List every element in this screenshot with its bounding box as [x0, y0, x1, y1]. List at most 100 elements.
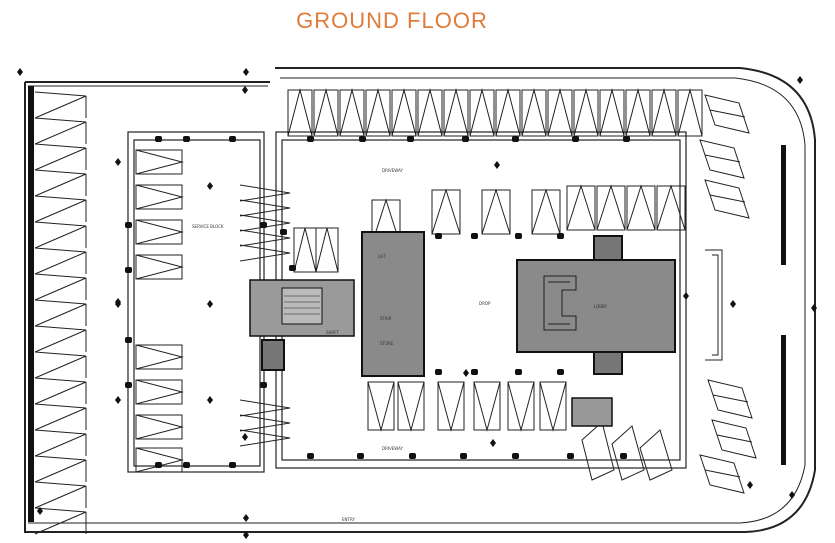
- right-dark-strips: [781, 145, 786, 465]
- bay-diagonal: [417, 88, 443, 137]
- column-marker-icon: [280, 229, 287, 235]
- bay-diagonal: [135, 344, 184, 370]
- parking-bay: [699, 139, 745, 179]
- parking-bay: [699, 454, 745, 494]
- parking-bay: [34, 481, 87, 509]
- parking-bay: [473, 381, 501, 431]
- bay-diagonal: [313, 88, 339, 137]
- compass-marker-icon: [463, 369, 469, 377]
- top-parking-row: [287, 88, 703, 137]
- entry-label: ENTRY: [342, 517, 355, 522]
- column-marker-icon: [125, 267, 132, 273]
- column-marker-icon: [572, 136, 579, 142]
- parking-bay: [437, 381, 465, 431]
- bay-diagonal: [566, 184, 596, 231]
- bay-diagonal: [293, 227, 317, 273]
- parking-bay: [239, 399, 291, 417]
- parking-bay: [135, 379, 183, 405]
- bay-diagonal: [443, 88, 469, 137]
- compass-marker-icon: [115, 396, 121, 404]
- bay-diagonal: [135, 149, 184, 175]
- bay-diagonal: [651, 88, 677, 137]
- parking-bay: [391, 89, 417, 137]
- parking-bay: [34, 195, 87, 223]
- column-marker-icon: [557, 369, 564, 375]
- column-marker-icon: [357, 453, 364, 459]
- parking-bay: [239, 429, 291, 447]
- top-driveway-label: DRIVEWAY: [382, 168, 403, 173]
- bay-diagonal: [656, 184, 686, 231]
- core-label-a: LIFT: [378, 254, 387, 259]
- column-marker-icon: [260, 382, 267, 388]
- column-marker-icon: [359, 136, 366, 142]
- parking-bay: [611, 425, 645, 481]
- column-marker-icon: [620, 453, 627, 459]
- column-marker-icon: [471, 233, 478, 239]
- column-marker-icon: [512, 136, 519, 142]
- site-boundary: [24, 67, 816, 533]
- column-marker-icon: [512, 453, 519, 459]
- parking-bay: [521, 89, 547, 137]
- parking-bay: [596, 185, 626, 231]
- compass-marker-icon: [243, 514, 249, 522]
- parking-bay: [704, 94, 750, 134]
- parking-bay: [34, 429, 87, 457]
- parking-bay: [539, 381, 567, 431]
- bay-diagonal: [704, 469, 741, 478]
- parking-bay: [315, 227, 339, 273]
- parking-bay: [135, 447, 183, 473]
- parking-bay: [367, 381, 395, 431]
- plan-title: GROUND FLOOR: [296, 8, 488, 33]
- bay-diagonal: [431, 188, 461, 235]
- column-marker-icon: [460, 453, 467, 459]
- bay-diagonal: [437, 381, 465, 432]
- column-marker-icon: [125, 222, 132, 228]
- bay-diagonal: [473, 381, 501, 432]
- parking-bay: [547, 89, 573, 137]
- parking-bay: [481, 189, 511, 235]
- parking-bay: [711, 419, 757, 459]
- service-block-left: [127, 131, 265, 473]
- right-edge: [705, 249, 723, 361]
- parking-bay: [656, 185, 686, 231]
- core-label-b: STAIR: [380, 316, 392, 321]
- core-label-d: SHAFT: [326, 330, 340, 335]
- compass-marker-icon: [243, 68, 249, 76]
- parking-bay: [34, 299, 87, 327]
- bay-diagonal: [539, 381, 567, 432]
- parking-bay: [135, 219, 183, 245]
- compass-marker-icon: [243, 531, 249, 539]
- parking-bay: [239, 214, 291, 232]
- parking-bay: [34, 455, 87, 483]
- bay-diagonal: [495, 88, 521, 137]
- parking-bay: [34, 169, 87, 197]
- parking-bay: [239, 414, 291, 432]
- parking-bay: [495, 89, 521, 137]
- compass-marker-icon: [747, 481, 753, 489]
- column-marker-icon: [155, 462, 162, 468]
- parking-bay: [34, 403, 87, 431]
- column-marker-icon: [260, 222, 267, 228]
- column-marker-icon: [125, 337, 132, 343]
- parking-bay: [677, 89, 703, 137]
- parking-bay: [34, 247, 87, 275]
- column-marker-icon: [567, 453, 574, 459]
- parking-bay: [135, 414, 183, 440]
- parking-bay: [626, 185, 656, 231]
- right-parking-row: [699, 94, 757, 494]
- bay-diagonal: [677, 88, 703, 137]
- parking-bay: [707, 379, 753, 419]
- stair-lines: [284, 295, 320, 315]
- compass-marker-icon: [242, 433, 248, 441]
- column-marker-icon: [409, 453, 416, 459]
- service-block-bays: [135, 149, 291, 473]
- compass-marker-icon: [242, 86, 248, 94]
- parking-bay: [135, 184, 183, 210]
- parking-bay: [599, 89, 625, 137]
- compass-marker-icon: [207, 300, 213, 308]
- left-parking-row: [34, 91, 87, 535]
- parking-bay: [34, 377, 87, 405]
- column-marker-icon: [229, 136, 236, 142]
- left-block-label: SERVICE BLOCK: [192, 224, 224, 229]
